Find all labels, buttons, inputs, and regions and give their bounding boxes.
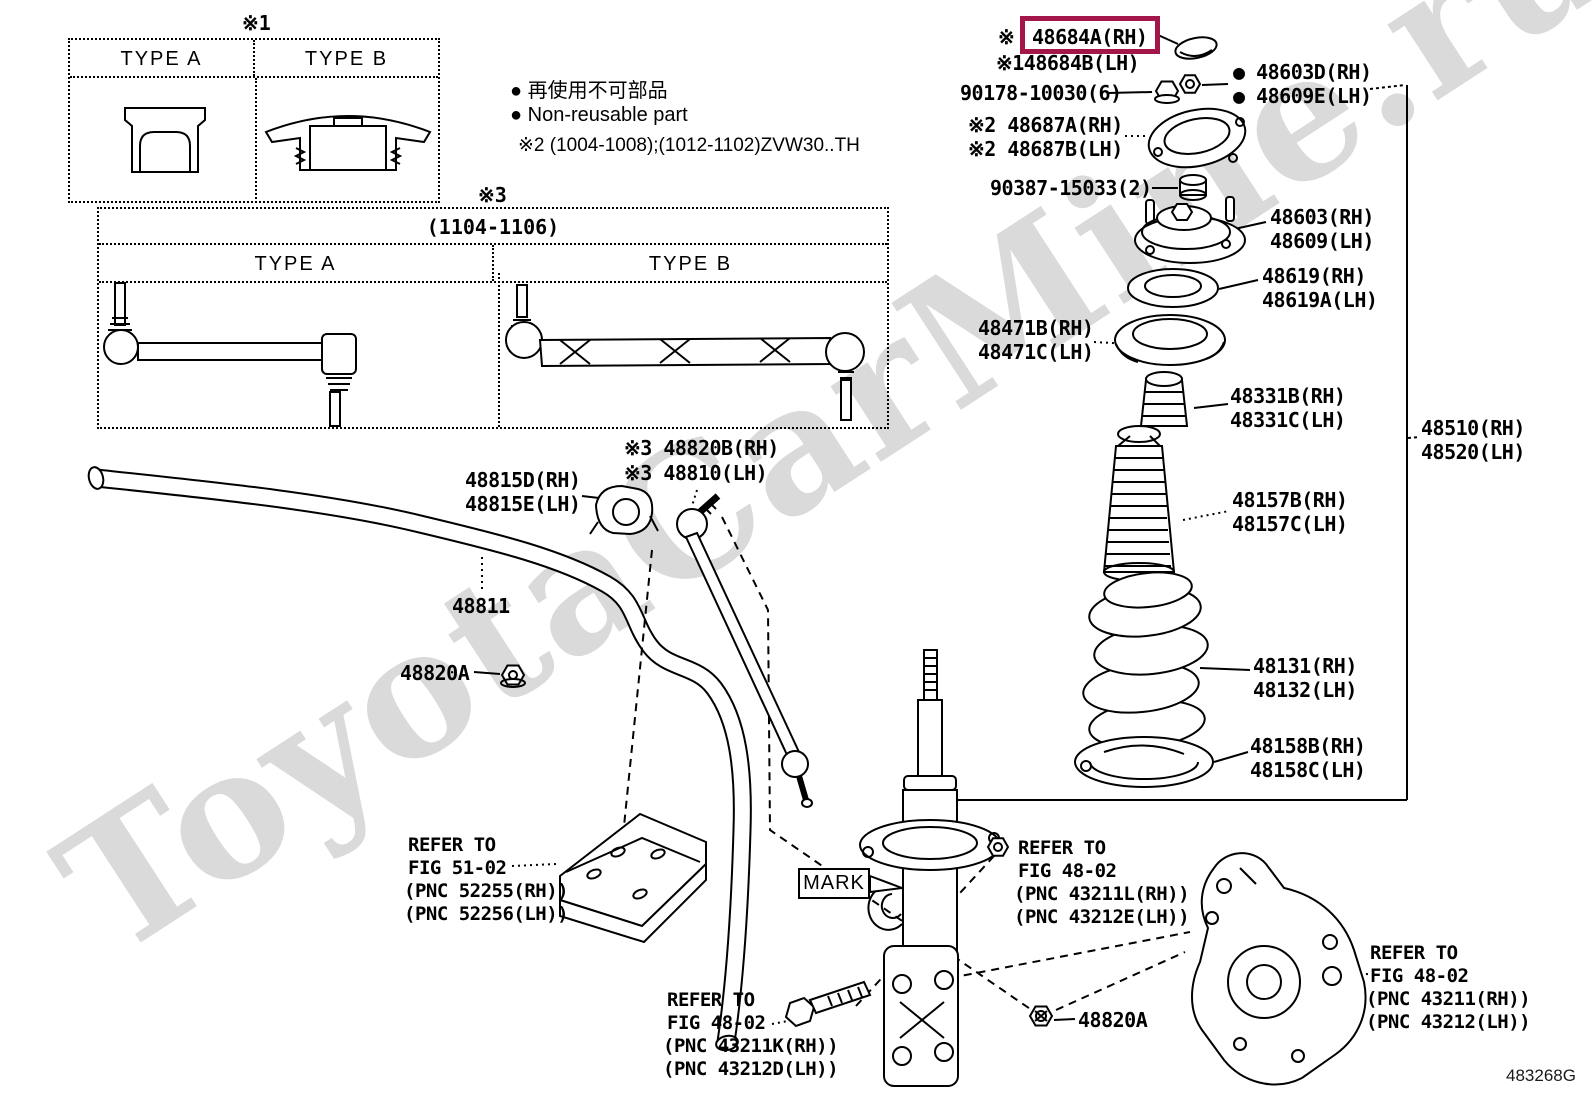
upper-insulator-drawing xyxy=(1114,314,1226,366)
part-label-48820a-left: 48820A xyxy=(400,661,470,685)
part-label-90178-10030: 90178-10030(6) xyxy=(960,81,1122,105)
box2-date-range: (1104-1106) xyxy=(99,209,887,245)
cushion-drawing xyxy=(1179,174,1207,201)
box1-type-b-header: TYPE B xyxy=(253,40,438,76)
strut-nut-upper-drawing xyxy=(986,837,1010,857)
gasket-drawing xyxy=(1147,107,1247,169)
stabilizer-link-drawing xyxy=(676,493,813,808)
part-label-48820a-bottom: 48820A xyxy=(1078,1008,1148,1032)
absorber-bracket-lines xyxy=(948,84,1421,801)
box1-marker: ※1 xyxy=(242,11,271,35)
strut-bolt-drawing xyxy=(784,980,872,1028)
strut-cap-drawing xyxy=(1174,36,1218,60)
legend-nonreusable-en: ● Non-reusable part xyxy=(510,104,688,126)
part-label-48684a-rh[interactable]: 48684A(RH) xyxy=(1032,25,1148,49)
suspension-support-drawing xyxy=(1134,196,1246,264)
part-label-48811: 48811 xyxy=(452,594,510,618)
box2-type-b-header: TYPE B xyxy=(492,245,887,281)
box1-column-divider xyxy=(255,78,257,203)
support-nut-drawing xyxy=(1178,74,1202,94)
strut-drawing xyxy=(859,649,1001,1087)
legend-nonreusable-jp: ● 再使用不可部品 xyxy=(510,80,668,102)
bar-bracket-drawing xyxy=(559,812,707,944)
bush-section-type-a xyxy=(124,107,206,173)
legend-note-2: ※2 (1004-1008);(1012-1102)ZVW30..TH xyxy=(518,135,860,156)
leader-lines xyxy=(473,34,1267,1021)
dust-cover-drawing xyxy=(1102,425,1176,582)
bush-section-type-b xyxy=(264,115,432,171)
part-label-90387-15033: 90387-15033(2) xyxy=(990,176,1152,200)
spring-bumper-drawing xyxy=(1139,371,1189,427)
flange-nut-drawing xyxy=(1154,80,1180,104)
highlighted-part-box[interactable] xyxy=(1020,16,1160,54)
box2-marker: ※3 xyxy=(478,183,507,207)
stabilizer-bar-drawing xyxy=(87,466,752,1052)
diagram-code: 483268G xyxy=(1506,1066,1576,1085)
link-type-b xyxy=(505,284,865,421)
knuckle-drawing xyxy=(1191,852,1367,1086)
stabilizer-bush-drawing xyxy=(589,484,659,536)
type-comparison-box-2: (1104-1106) TYPE A TYPE B xyxy=(97,207,889,429)
lower-insulator-drawing xyxy=(1074,736,1214,788)
stabilizer-nut-bottom-drawing xyxy=(1028,1005,1054,1027)
mark-callout-pointer xyxy=(869,874,903,894)
mark-callout: MARK xyxy=(798,868,870,899)
box1-type-a-header: TYPE A xyxy=(120,48,203,70)
coil-spring-drawing xyxy=(1082,571,1209,749)
stabilizer-nut-left-drawing xyxy=(500,664,526,688)
part-label-48684b-lh: ※148684B(LH) xyxy=(996,51,1140,75)
type-comparison-box-1: TYPE A TYPE B xyxy=(68,38,440,203)
box2-column-divider xyxy=(498,273,500,427)
box2-type-a-header: TYPE A xyxy=(254,253,337,275)
link-type-a xyxy=(103,282,357,427)
cap-marker-prefix: ※ xyxy=(998,25,1015,49)
bearing-drawing xyxy=(1127,268,1219,308)
